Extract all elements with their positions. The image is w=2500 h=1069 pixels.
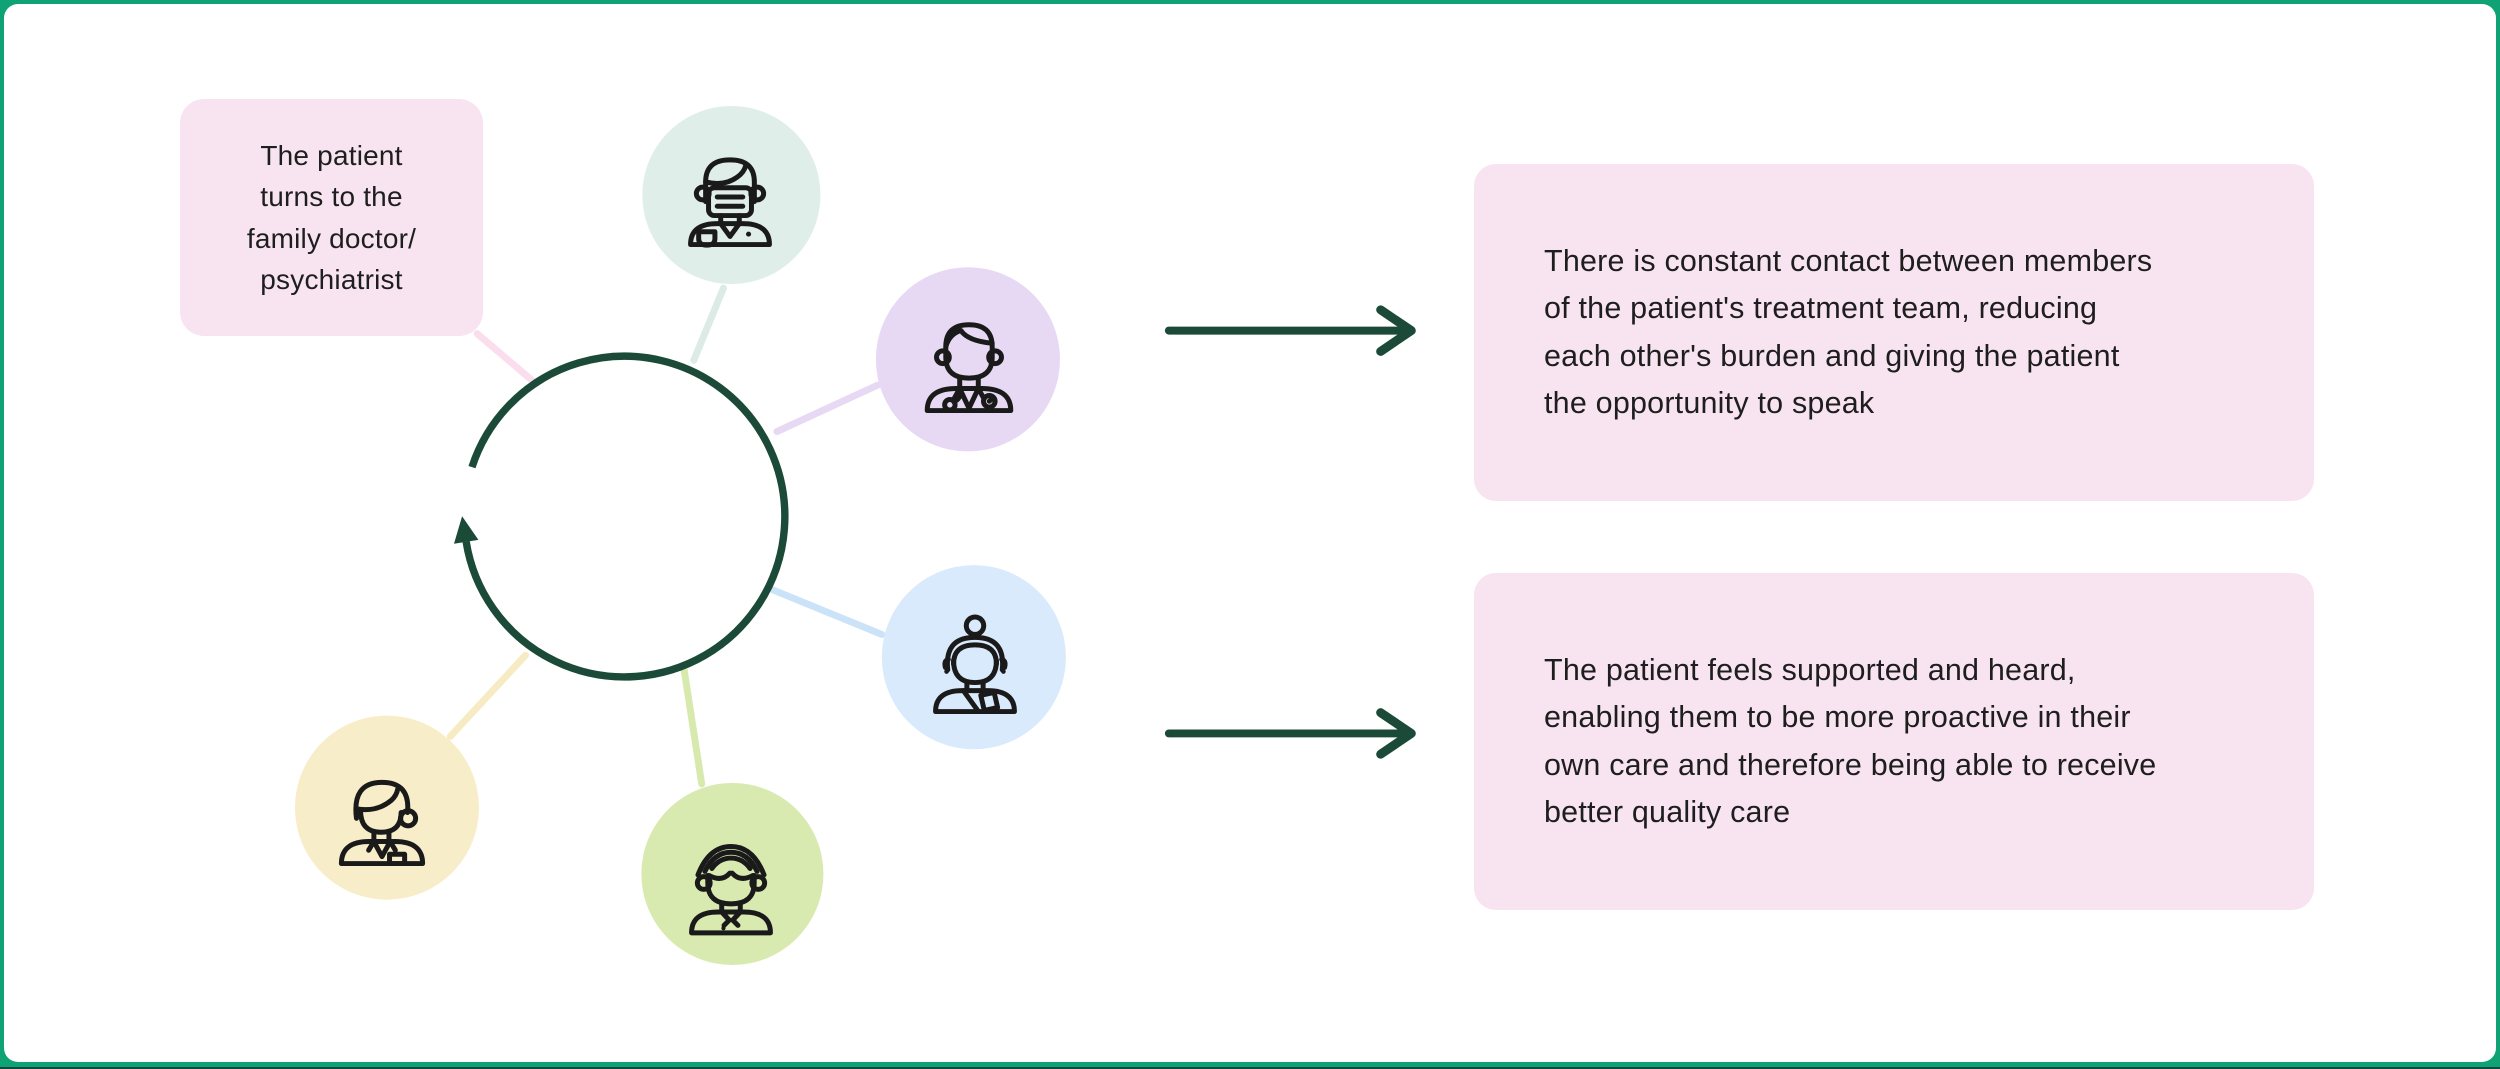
connector-therapist: [769, 586, 886, 638]
outcome-card-1: There is constant contact between member…: [1474, 164, 2314, 501]
masked-medic-icon: [688, 157, 772, 248]
member-circle-doctor: [875, 267, 1060, 452]
case-manager-icon: [338, 779, 426, 867]
cycle-arrowhead-icon: [453, 516, 479, 544]
connector-left-note: [473, 330, 540, 388]
arrow-outcome-1-head-icon: [1376, 305, 1416, 356]
therapist-icon: [933, 614, 1017, 715]
connector-nurse: [680, 664, 706, 788]
connector-masked-medic: [690, 284, 727, 364]
outcome-text-1: There is constant contact between member…: [1544, 243, 2153, 421]
nurse-icon: [689, 843, 773, 936]
arrow-outcome-2-head-icon: [1376, 708, 1416, 759]
doctor-icon: [924, 322, 1014, 414]
left-note-text: The patient turns to the family doctor/ …: [246, 139, 417, 296]
outcome-card-2: The patient feels supported and heard, e…: [1474, 573, 2314, 910]
cycle-arc: [462, 352, 789, 681]
member-circle-therapist: [881, 565, 1066, 750]
diagram-canvas: The patient turns to the family doctor/ …: [4, 4, 2496, 1062]
connector-case-manager: [446, 651, 529, 740]
left-note-card: The patient turns to the family doctor/ …: [180, 99, 483, 336]
connector-doctor: [773, 381, 882, 436]
outcome-text-2: The patient feels supported and heard, e…: [1544, 652, 2157, 830]
